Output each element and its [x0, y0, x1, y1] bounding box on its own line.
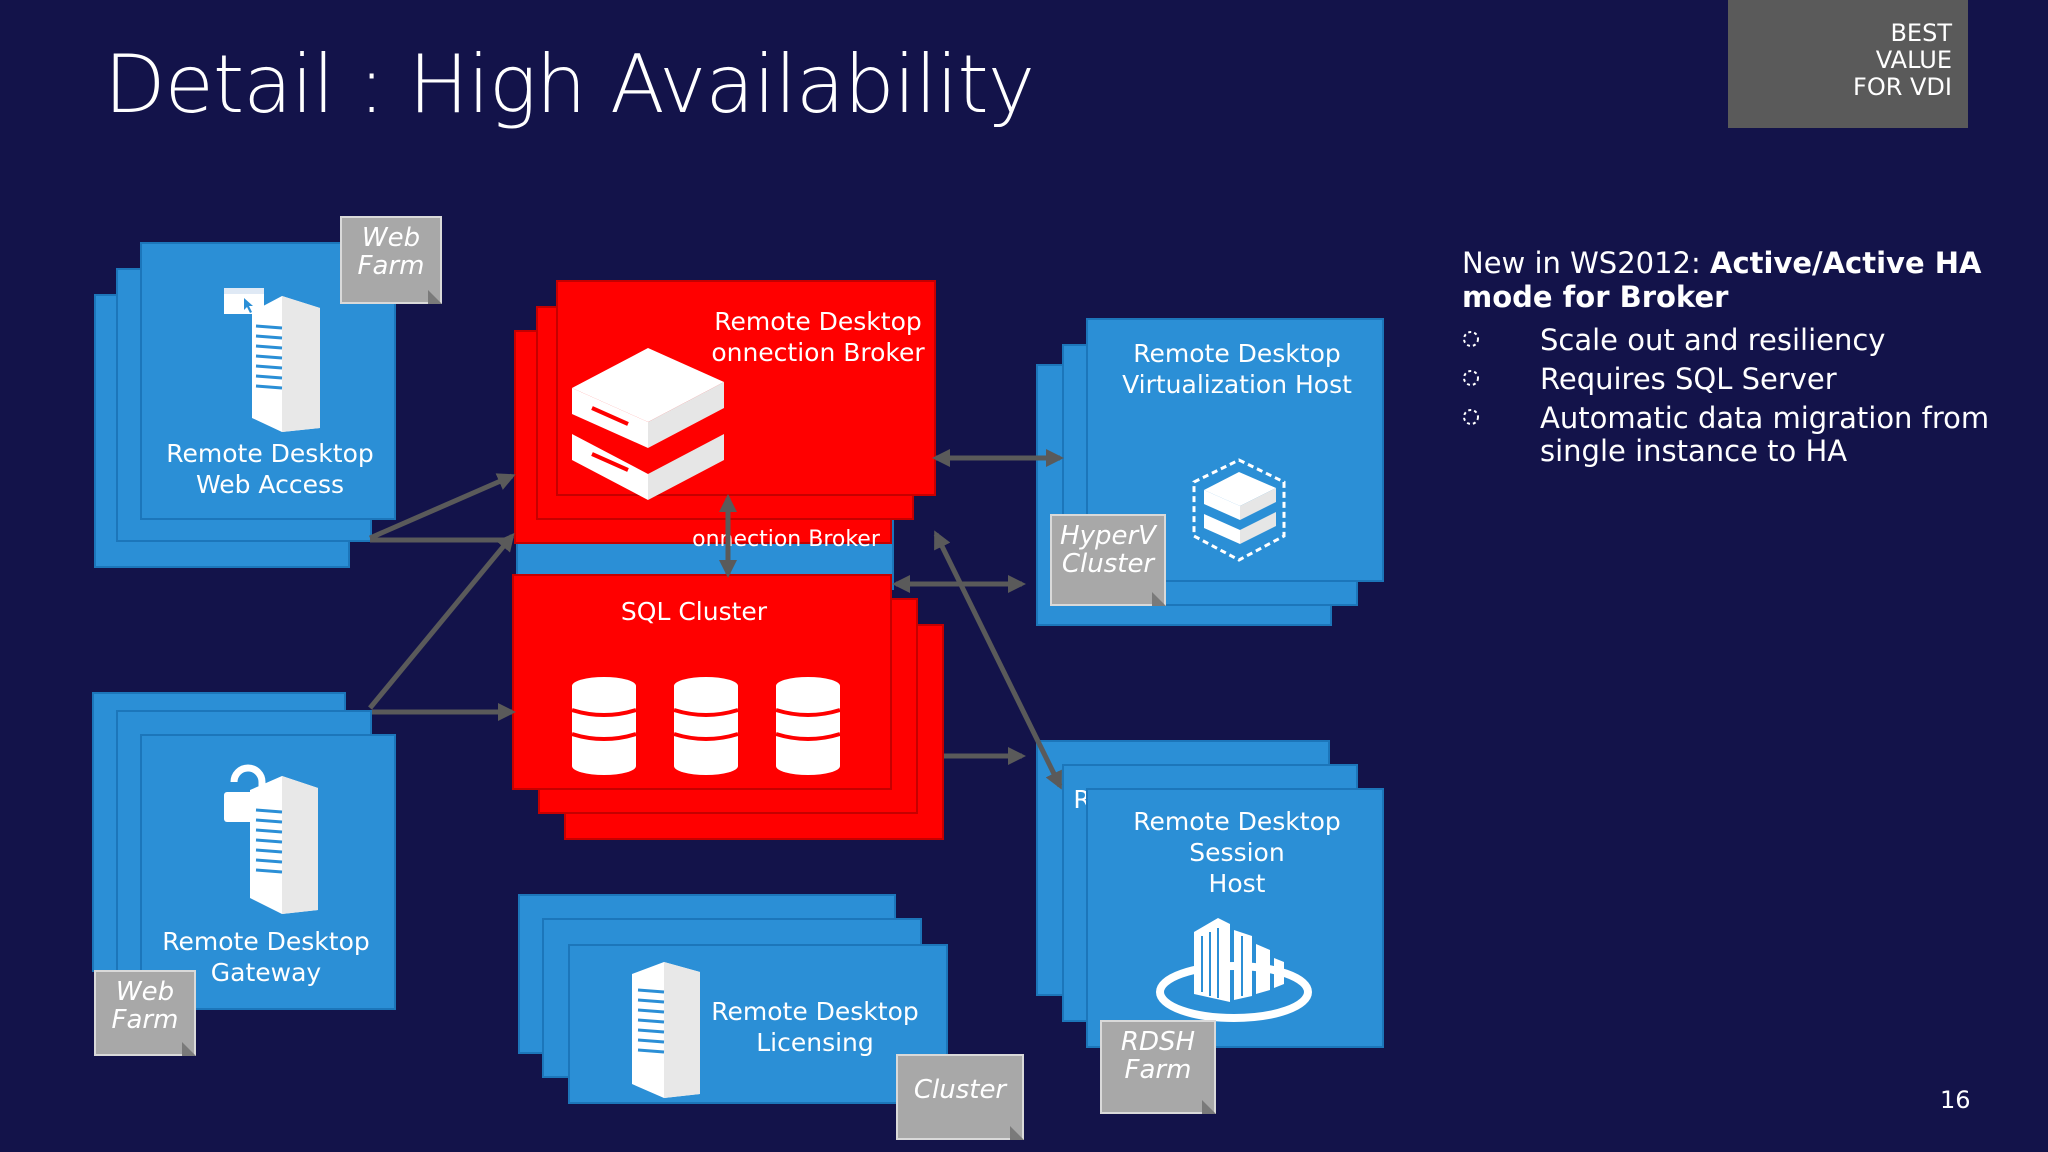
page-number: 16 — [1940, 1086, 1971, 1114]
broker-back-label: onnection Broker — [692, 527, 880, 552]
bullet-icon — [1463, 370, 1479, 386]
licensing-cluster-tag: Cluster — [896, 1054, 1024, 1140]
session-node: Remote Desktop Session Host — [1086, 788, 1384, 1048]
rdsh-farm-tag: RDSH Farm — [1100, 1020, 1216, 1114]
web-access-label: Remote Desktop Web Access — [166, 439, 374, 499]
info-bullet: Scale out and resiliency — [1462, 324, 2002, 357]
hyperv-cluster-tag: HyperV Cluster — [1050, 514, 1166, 606]
virtualization-label: Remote Desktop Virtualization Host — [1122, 339, 1352, 399]
slide-title: Detail : High Availability — [104, 38, 1035, 131]
sql-node: SQL Cluster — [512, 574, 892, 790]
gateway-label: Remote Desktop Gateway — [162, 927, 370, 987]
bullet-icon — [1463, 409, 1479, 425]
virtual-server-icon — [1192, 458, 1286, 562]
session-label: Remote Desktop Session Host — [1133, 807, 1341, 898]
server-icon — [632, 962, 700, 1098]
info-bullet: Requires SQL Server — [1462, 363, 2002, 396]
gateway-to-broker-arrow — [368, 532, 515, 710]
gateway-node: Remote Desktop Gateway — [140, 734, 396, 1010]
broker-node: Remote Desktop onnection Broker — [556, 280, 936, 500]
sql-label: SQL Cluster — [620, 597, 768, 626]
broker-label: Remote Desktop onnection Broker — [711, 307, 925, 367]
session-host-icon — [1156, 918, 1312, 1022]
gateway-farm-tag: Web Farm — [94, 970, 196, 1056]
server-cursor-icon — [224, 288, 320, 432]
database-icon — [572, 677, 841, 775]
best-value-badge: BEST VALUE FOR VDI — [1728, 0, 1968, 128]
broker-servers-icon — [572, 348, 724, 500]
info-bullet: Automatic data migration from single ins… — [1462, 402, 2002, 468]
bullet-icon — [1463, 331, 1479, 347]
info-panel-heading: New in WS2012: Active/Active HA mode for… — [1462, 246, 1982, 314]
licensing-label: Remote Desktop Licensing — [711, 997, 919, 1057]
licensing-node: Remote Desktop Licensing — [568, 944, 948, 1104]
info-panel: New in WS2012: Active/Active HA mode for… — [1462, 246, 2002, 468]
web-access-node: Remote Desktop Web Access — [140, 242, 396, 520]
web-access-farm-tag: Web Farm — [340, 216, 442, 304]
server-lock-icon — [224, 764, 318, 914]
